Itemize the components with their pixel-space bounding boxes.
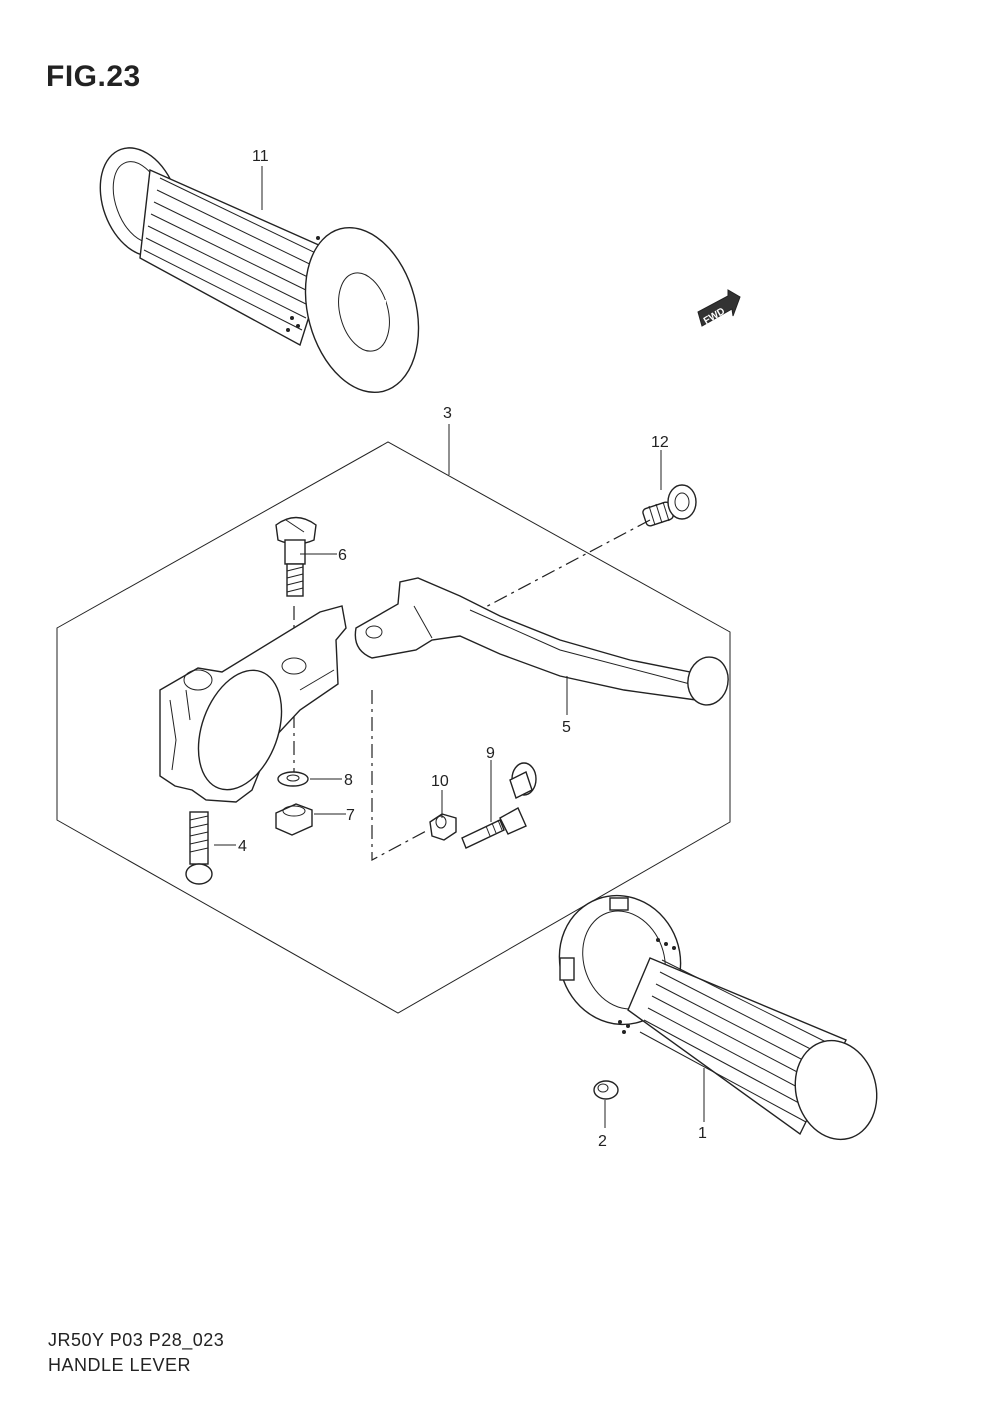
clamp-bolt-part-4[interactable]	[185, 811, 213, 885]
callout-2: 2	[598, 1133, 607, 1150]
nut-part-7[interactable]	[275, 803, 313, 836]
callout-12: 12	[651, 434, 669, 451]
figure-code: JR50Y P03 P28_023	[48, 1330, 225, 1350]
pivot-bolt-part-6[interactable]	[275, 516, 317, 597]
adjuster-axis-line	[371, 690, 429, 862]
assembly-outline	[56, 441, 731, 1014]
callout-10: 10	[431, 773, 449, 790]
callout-1: 1	[698, 1125, 707, 1142]
callout-5: 5	[562, 719, 571, 736]
leader-lines	[214, 166, 705, 1128]
clutch-lever-part-5[interactable]	[354, 577, 732, 708]
adjuster-screw-part-9[interactable]	[461, 762, 537, 849]
grip-right-part-1[interactable]	[541, 878, 887, 1148]
lever-bracket[interactable]	[159, 605, 347, 803]
figure-name: HANDLE LEVER	[48, 1355, 192, 1375]
callout-3: 3	[443, 405, 452, 422]
callout-9: 9	[486, 745, 495, 762]
bolt-part-12[interactable]	[642, 484, 697, 527]
grip-left-part-11[interactable]	[86, 137, 436, 405]
callout-6: 6	[338, 547, 347, 564]
callout-4: 4	[238, 838, 247, 855]
figure-title: FIG.23	[46, 60, 141, 93]
callout-8: 8	[344, 772, 353, 789]
callout-7: 7	[346, 807, 355, 824]
callout-labels: 1 2 3 4 5 6 7 8 9 10 11 12	[238, 148, 707, 1150]
washer-part-8[interactable]	[277, 771, 309, 787]
adjuster-nut-part-10[interactable]	[429, 813, 457, 841]
callout-11: 11	[252, 148, 269, 165]
fwd-direction-badge: FWD	[697, 289, 741, 327]
lever-axis-line	[479, 519, 651, 611]
cap-part-2[interactable]	[593, 1080, 619, 1100]
